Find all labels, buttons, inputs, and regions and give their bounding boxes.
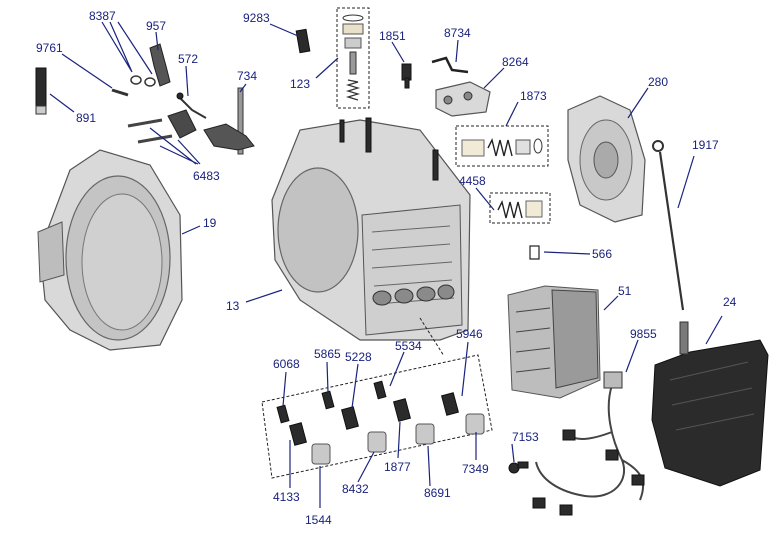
part-label-572[interactable]: 572	[178, 52, 198, 66]
solenoid-8691-part	[415, 423, 435, 445]
part-label-891[interactable]: 891	[76, 111, 96, 125]
solenoid-valve-kit-part	[261, 354, 493, 479]
part-label-8691[interactable]: 8691	[424, 486, 451, 500]
sensor-891-part	[35, 67, 47, 115]
part-label-5534[interactable]: 5534	[395, 339, 422, 353]
part-label-280[interactable]: 280	[648, 75, 668, 89]
part-label-5946[interactable]: 5946	[456, 327, 483, 341]
accumulator-kit-part	[336, 7, 370, 109]
valve-body-part	[507, 285, 601, 399]
part-label-1877[interactable]: 1877	[384, 460, 411, 474]
part-label-9855[interactable]: 9855	[630, 327, 657, 341]
part-label-19[interactable]: 19	[203, 216, 217, 230]
part-label-1917[interactable]: 1917	[692, 138, 719, 152]
solenoid-7349-part	[465, 413, 485, 435]
leader-lines	[49, 21, 723, 508]
spring-kit-4458-part	[489, 192, 551, 224]
small-part-566	[529, 245, 540, 260]
part-label-123[interactable]: 123	[290, 77, 310, 91]
solenoid-1877-part	[393, 398, 411, 422]
part-label-8387[interactable]: 8387	[89, 9, 116, 23]
spring-kit-1873-part	[455, 125, 549, 167]
part-label-6483[interactable]: 6483	[193, 169, 220, 183]
part-label-24[interactable]: 24	[723, 295, 737, 309]
oil-pan-part	[651, 321, 769, 487]
speed-sensor-part	[508, 461, 529, 474]
part-label-566[interactable]: 566	[592, 247, 612, 261]
sensor-9283-part	[295, 28, 311, 54]
pins-6483-part	[127, 109, 197, 144]
part-labels: 8387 957 9283 1851 8734 9761 572 734 123…	[36, 9, 737, 527]
part-label-5865[interactable]: 5865	[314, 347, 341, 361]
manual-shaft-734-part	[203, 87, 255, 155]
part-label-9761[interactable]: 9761	[36, 41, 63, 55]
pump-body-part	[435, 81, 491, 117]
solenoid-5534-part	[373, 380, 387, 400]
solenoid-8432-part	[367, 431, 387, 453]
part-label-734[interactable]: 734	[237, 69, 257, 83]
dipstick-part	[652, 140, 685, 311]
sensor-1851-part	[401, 63, 412, 89]
part-label-8734[interactable]: 8734	[444, 26, 471, 40]
part-label-6068[interactable]: 6068	[273, 357, 300, 371]
part-label-5228[interactable]: 5228	[345, 350, 372, 364]
part-label-51[interactable]: 51	[618, 284, 632, 298]
part-label-4133[interactable]: 4133	[273, 490, 300, 504]
part-label-9283[interactable]: 9283	[243, 11, 270, 25]
solenoid-6068-part	[276, 404, 290, 424]
solenoid-4133-part	[289, 422, 307, 446]
part-label-1873[interactable]: 1873	[520, 89, 547, 103]
solenoid-1544-part	[311, 443, 331, 465]
pin-9761-part	[111, 88, 129, 97]
lever-957-part	[149, 43, 171, 87]
part-label-13[interactable]: 13	[226, 299, 240, 313]
part-label-1544[interactable]: 1544	[305, 513, 332, 527]
solenoid-5946-part	[441, 392, 459, 416]
rear-case-part	[567, 95, 646, 223]
part-label-7153[interactable]: 7153	[512, 430, 539, 444]
transmission-case-part	[271, 117, 471, 341]
link-572-part	[176, 92, 207, 119]
shift-parts-8387-part	[130, 75, 156, 87]
part-label-8432[interactable]: 8432	[342, 482, 369, 496]
part-label-1851[interactable]: 1851	[379, 29, 406, 43]
bell-housing-part	[37, 149, 183, 351]
wiring-harness-part	[532, 371, 645, 516]
part-label-8264[interactable]: 8264	[502, 55, 529, 69]
solenoid-5228-part	[341, 406, 359, 430]
part-label-7349[interactable]: 7349	[462, 462, 489, 476]
part-label-957[interactable]: 957	[146, 19, 166, 33]
part-label-4458[interactable]: 4458	[459, 174, 486, 188]
bracket-part	[431, 56, 469, 74]
solenoid-5865-part	[321, 390, 335, 410]
